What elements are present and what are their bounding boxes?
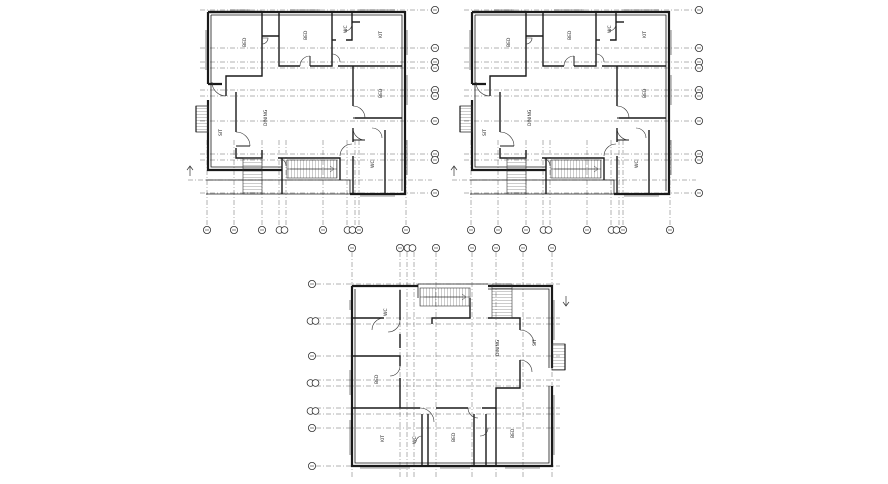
floor-plan-top-right: [451, 6, 703, 233]
svg-text:DINING: DINING: [495, 339, 501, 356]
svg-text:SIT: SIT: [532, 339, 538, 346]
svg-text:WC: WC: [383, 308, 389, 316]
floor-plan-bottom: WC BED DINING SIT KIT BED BED WC: [306, 243, 570, 478]
svg-text:BED: BED: [374, 374, 380, 384]
svg-text:KIT: KIT: [380, 435, 386, 442]
svg-text:BED: BED: [510, 428, 516, 438]
svg-text:WC: WC: [412, 436, 418, 444]
svg-text:BED: BED: [451, 432, 457, 442]
floor-plan-top-left: [187, 6, 439, 233]
